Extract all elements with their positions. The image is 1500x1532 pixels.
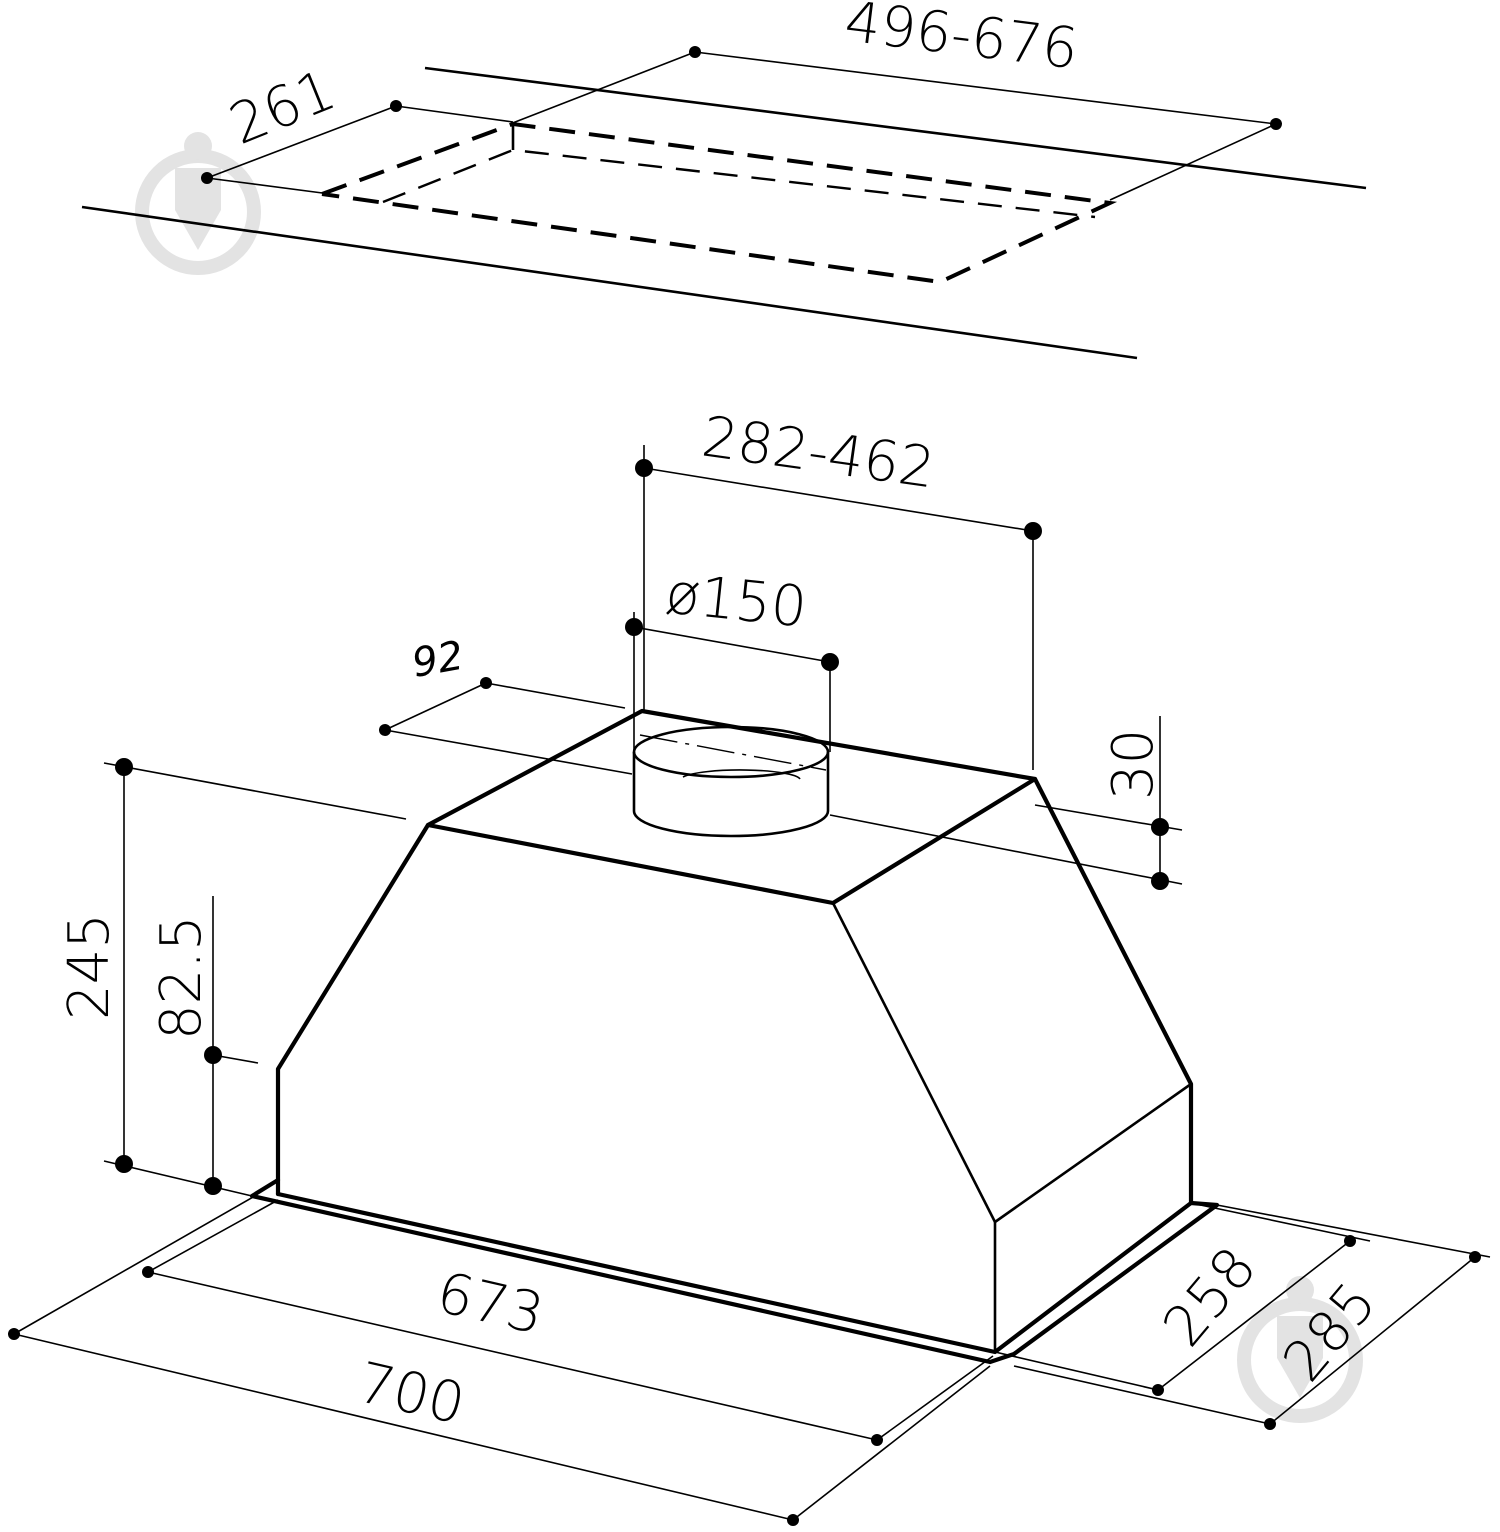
- dimension-point-icon: [635, 459, 653, 477]
- watermark-logo-icon: [1237, 1276, 1363, 1423]
- dimension-point-icon: [142, 1266, 154, 1278]
- dimension-point-icon: [201, 172, 213, 184]
- label-cutout-depth: 261: [221, 58, 344, 158]
- dimension-point-icon: [204, 1046, 222, 1064]
- dimension-point-icon: [1264, 1418, 1276, 1430]
- dimension-point-icon: [1270, 118, 1282, 130]
- dimension-point-icon: [787, 1514, 799, 1526]
- dimension-point-icon: [115, 1155, 133, 1173]
- dimension-point-icon: [115, 758, 133, 776]
- dimension-points: [8, 46, 1481, 1526]
- dimension-point-icon: [480, 677, 492, 689]
- label-lower-height: 82.5: [149, 915, 214, 1040]
- ceiling-cutout-view: [81, 51, 1367, 360]
- label-duct-spacing: 282-462: [698, 404, 939, 501]
- label-outer-width: 700: [352, 1350, 471, 1437]
- label-total-height: 245: [57, 913, 122, 1020]
- label-duct-height: 30: [1101, 729, 1166, 800]
- dimension-point-icon: [689, 46, 701, 58]
- label-inner-width: 673: [431, 1260, 550, 1347]
- dimension-point-icon: [625, 618, 643, 636]
- dimension-point-icon: [1152, 1384, 1164, 1396]
- dimension-point-icon: [379, 724, 391, 736]
- dimension-point-icon: [8, 1328, 20, 1340]
- dimension-point-icon: [1344, 1235, 1356, 1247]
- dimension-point-icon: [1024, 522, 1042, 540]
- label-cutout-width: 496-676: [841, 0, 1081, 82]
- dimension-point-icon: [1469, 1251, 1481, 1263]
- label-duct-offset: 92: [409, 633, 467, 687]
- dimension-point-icon: [390, 100, 402, 112]
- label-duct-diameter: ø150: [663, 561, 810, 640]
- watermark-logo-icon: [135, 132, 261, 275]
- dimension-point-icon: [871, 1434, 883, 1446]
- dimension-point-icon: [204, 1177, 222, 1195]
- dimension-lines: [13, 445, 1491, 1521]
- dimension-point-icon: [821, 653, 839, 671]
- dimension-point-icon: [1151, 818, 1169, 836]
- dimension-point-icon: [1151, 872, 1169, 890]
- hood-body: [249, 708, 1220, 1365]
